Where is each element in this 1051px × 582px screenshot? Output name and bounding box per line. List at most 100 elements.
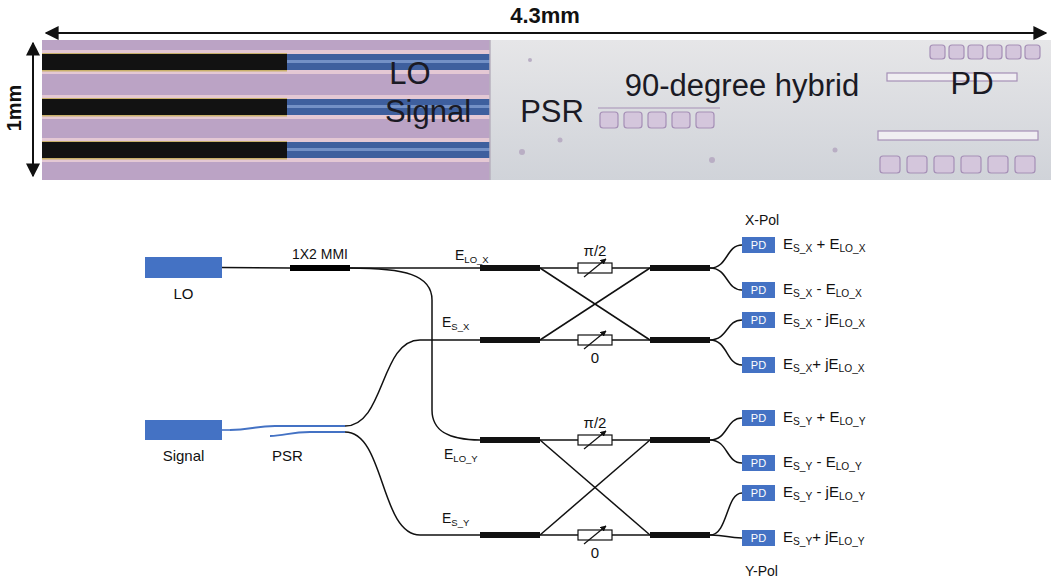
box-label: PD (751, 314, 766, 327)
directional-coupler (650, 265, 710, 271)
subscript: S_X (451, 321, 469, 332)
output-field: ES_Y + ELO_Y (783, 408, 865, 425)
subscript: S_Y (793, 461, 812, 472)
waveguide (540, 268, 650, 340)
waveguide-connector (222, 267, 290, 269)
box-label: PD (751, 487, 766, 500)
chip-photo (42, 40, 1051, 180)
bond-pad (934, 156, 954, 173)
waveguide (710, 535, 742, 538)
photo-label: Signal (385, 94, 471, 130)
polarization-label: Y-Pol (745, 563, 778, 579)
bond-pad (598, 45, 1040, 173)
fiber-channel (287, 60, 490, 63)
field-label: ES_Y (442, 510, 469, 526)
fiber-channel (287, 142, 490, 158)
fiber-channel (42, 142, 287, 158)
waveguide (710, 440, 742, 463)
subscript: S_X (793, 243, 812, 254)
bond-pad (1025, 45, 1040, 59)
bond-pad (1015, 156, 1035, 173)
subscript: S_Y (793, 491, 812, 502)
output-field: ES_Y - ELO_Y (783, 453, 862, 470)
directional-coupler (650, 337, 710, 343)
psr-waveguide (230, 426, 345, 430)
bond-pad (961, 156, 981, 173)
subscript: S_X (793, 363, 812, 374)
photodiode: PD (742, 455, 775, 471)
photo-speck (519, 149, 525, 155)
box-label: PD (751, 457, 766, 470)
subscript: S_Y (451, 517, 469, 528)
chip-photo (42, 40, 1051, 180)
subscript: LO_X (839, 363, 865, 374)
photodiode: PD (742, 357, 775, 373)
fiber-channel (42, 99, 287, 115)
directional-coupler (480, 265, 540, 271)
photo-label: LO (389, 56, 430, 92)
waveguide (710, 340, 742, 365)
bond-pad (624, 112, 642, 128)
dimension-arrow (46, 32, 1046, 34)
waveguide (710, 268, 742, 290)
laser-port: LO (145, 257, 222, 278)
output-field: ES_X - ELO_X (783, 280, 862, 297)
psr-coupler: PSR (230, 420, 345, 440)
phase-label: π/2 (584, 414, 607, 431)
chip-photo (489, 40, 491, 180)
directional-coupler (480, 437, 540, 443)
bond-pad (1006, 45, 1021, 59)
waveguide (345, 245, 742, 538)
output-field: ES_X + ELO_X (783, 235, 865, 252)
waveguide-connector (222, 429, 230, 431)
signal-port: Signal (145, 420, 222, 440)
output-field: ES_Y - jELO_Y (783, 483, 865, 500)
photo-speck (528, 58, 532, 62)
waveguide (345, 340, 480, 426)
dimension-label: 4.3mm (510, 3, 580, 28)
bond-pad (987, 45, 1002, 59)
subscript: LO_X (836, 288, 862, 299)
subscript: LO_Y (839, 416, 865, 427)
fiber-channel (287, 148, 490, 151)
bond-pad (648, 112, 666, 128)
subscript: LO_X (839, 318, 865, 329)
directional-coupler (480, 532, 540, 538)
dimension-label: 1mm (3, 85, 26, 132)
photodiode: PD (742, 485, 775, 501)
waveguide (710, 245, 742, 268)
photo-label: 90-degree hybrid (625, 68, 859, 104)
subscript: S_X (793, 288, 812, 299)
subscript: S_Y (793, 536, 812, 547)
polarization-label: X-Pol (745, 212, 779, 228)
bond-pad (672, 112, 690, 128)
field-label: ELO_Y (444, 446, 478, 462)
phase-shifter (584, 431, 606, 449)
bond-pad (880, 156, 900, 173)
directional-coupler (480, 268, 710, 535)
part-name: PSR (272, 447, 303, 464)
output-field: ES_X+ jELO_X (783, 355, 865, 372)
subscript: S_X (793, 318, 812, 329)
bond-pad (598, 107, 720, 108)
psr-waveguides (230, 420, 345, 440)
waveguide (350, 268, 480, 440)
box-label: PD (751, 412, 766, 425)
field-label: ES_X (442, 314, 469, 330)
photo-label: PD (950, 66, 993, 102)
part-name: Signal (163, 447, 205, 464)
output-field: ES_X - jELO_X (783, 310, 865, 327)
phase-shifter (584, 526, 606, 544)
phase-shifter (578, 259, 612, 544)
waveguide (710, 418, 742, 440)
fiber-channel (287, 54, 490, 70)
box-label: PD (751, 239, 766, 252)
phase-label: 0 (591, 349, 599, 366)
waveguide (710, 493, 742, 535)
bond-pad (930, 45, 945, 59)
waveguide (345, 432, 480, 535)
photodiode: PD (742, 312, 775, 328)
subscript: LO_X (839, 243, 865, 254)
